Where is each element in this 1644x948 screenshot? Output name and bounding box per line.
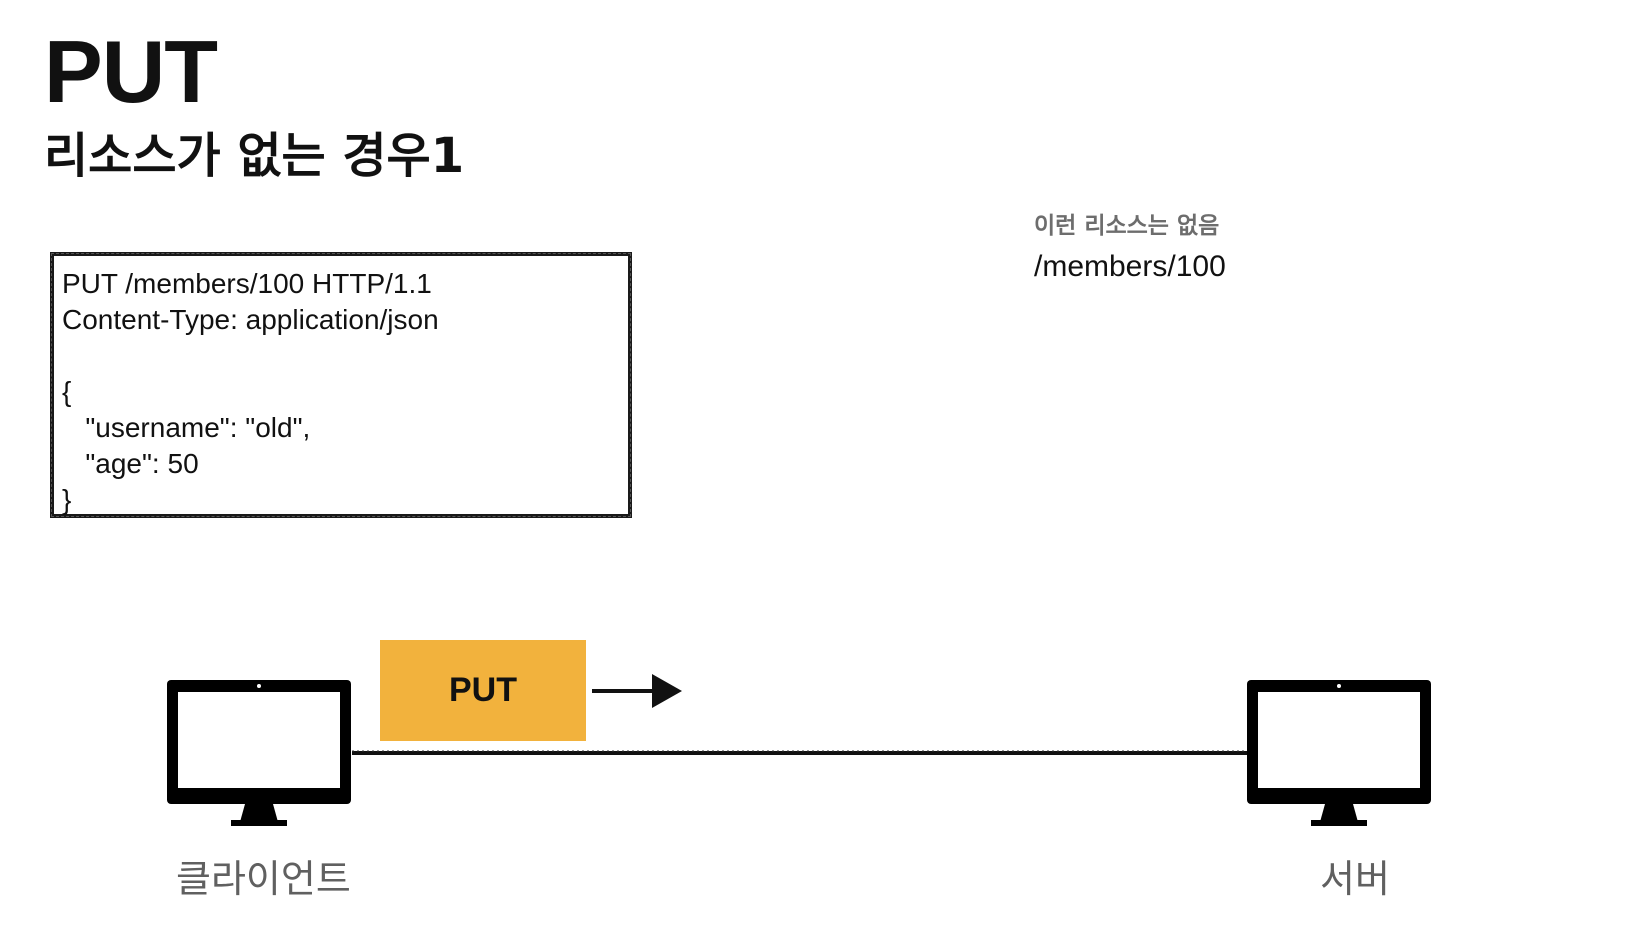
- server-monitor-icon: [1247, 680, 1431, 826]
- put-message-label: PUT: [449, 671, 517, 709]
- page-subtitle: 리소스가 없는 경우1: [44, 128, 465, 184]
- request-body-username: "username": "old",: [62, 412, 311, 443]
- server-resource-path: /members/100: [1034, 250, 1226, 283]
- request-body-open: {: [62, 376, 72, 407]
- server-resource-note: 이런 리소스는 없음: [1034, 213, 1220, 239]
- client-label: 클라이언트: [176, 857, 351, 901]
- put-message-box: PUT: [380, 640, 586, 741]
- request-body-age: "age": 50: [62, 448, 199, 479]
- request-line: PUT /members/100 HTTP/1.1: [62, 268, 432, 299]
- request-body-close: }: [62, 484, 72, 515]
- client-monitor-icon: [167, 680, 351, 826]
- http-request-box: PUT /members/100 HTTP/1.1 Content-Type: …: [50, 252, 632, 518]
- request-header: Content-Type: application/json: [62, 304, 439, 335]
- page-title: PUT: [44, 22, 218, 121]
- request-arrow-icon: [592, 674, 682, 708]
- server-label: 서버: [1320, 857, 1390, 901]
